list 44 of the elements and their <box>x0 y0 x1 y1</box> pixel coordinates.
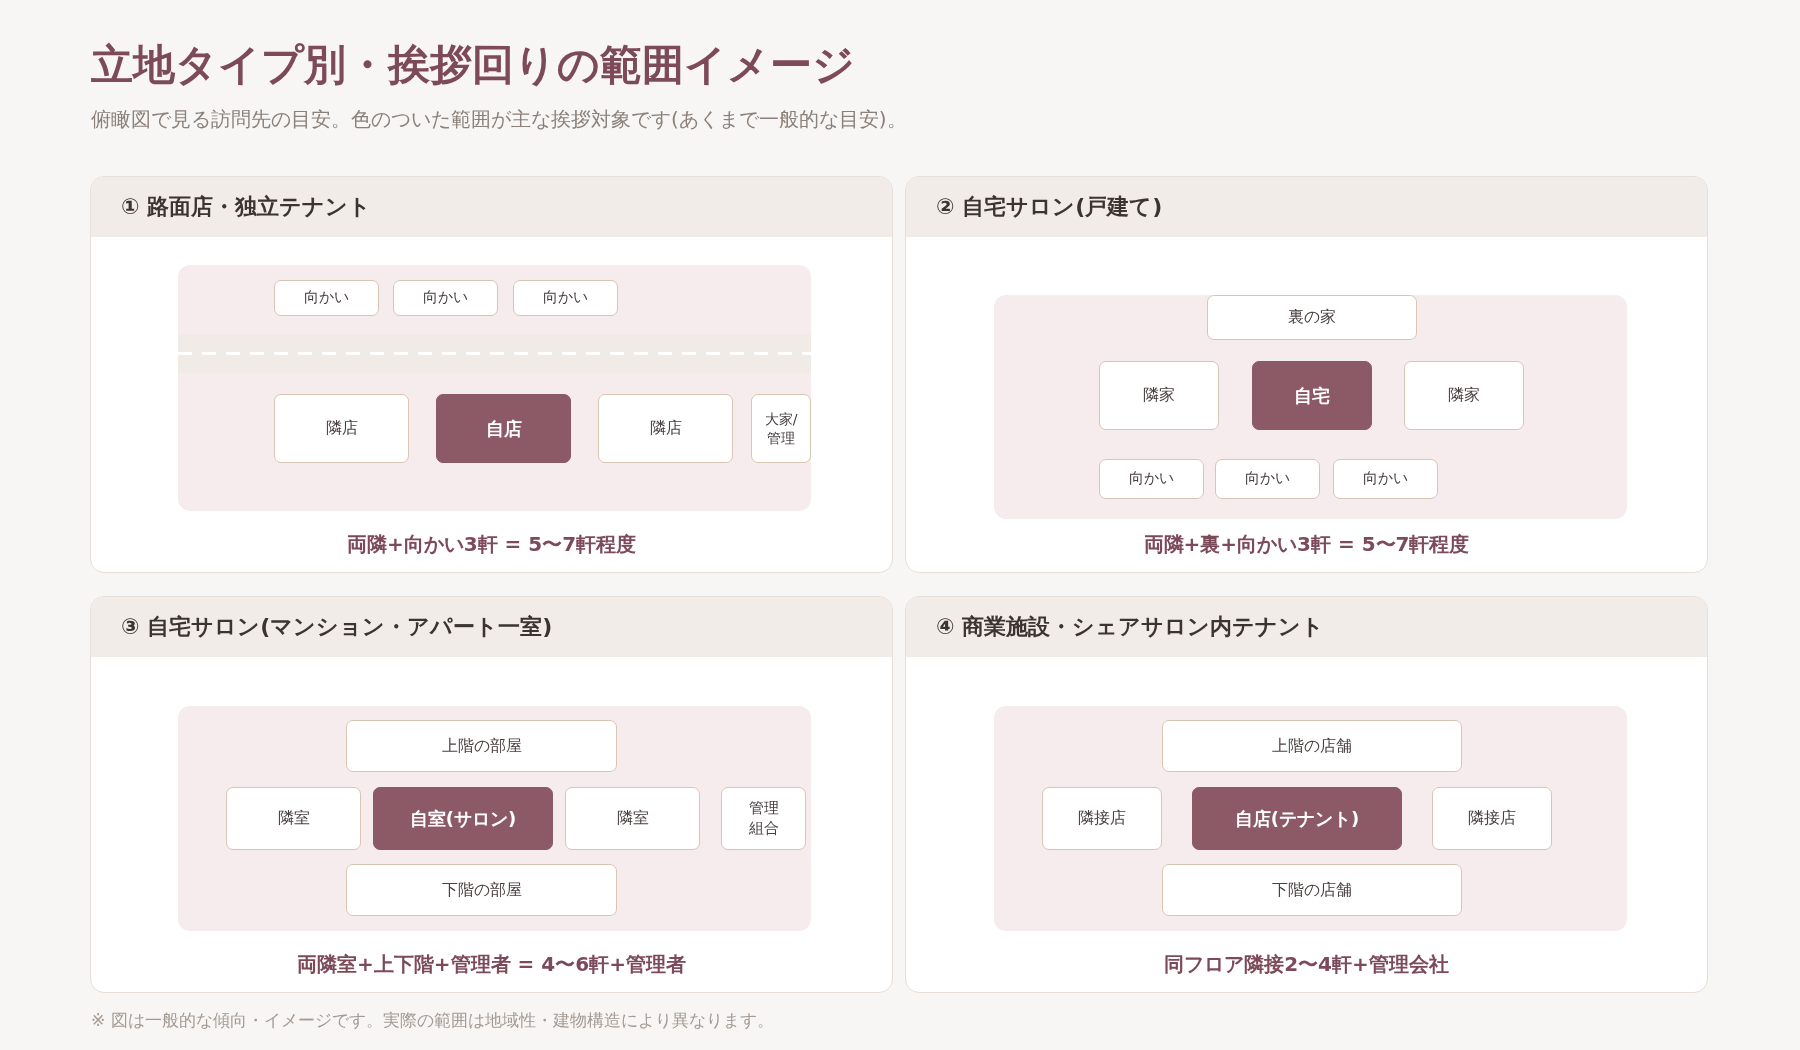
place-box: 隣家 <box>1099 361 1219 430</box>
type-panel <box>905 596 1708 993</box>
own-place-box: 自店 <box>436 394 571 463</box>
place-box: 向かい <box>1099 459 1204 499</box>
type-panel <box>90 176 893 573</box>
coverage-area <box>178 265 811 511</box>
place-box: 大家/管理 <box>751 394 811 463</box>
place-box: 隣室 <box>226 787 361 850</box>
place-box: 下階の部屋 <box>346 864 617 916</box>
page-title: 立地タイプ別・挨拶回りの範囲イメージ <box>91 41 855 90</box>
panel-title: ③ 自宅サロン(マンション・アパート一室) <box>121 613 553 641</box>
place-box: 向かい <box>1215 459 1320 499</box>
place-box: 裏の家 <box>1207 295 1417 340</box>
place-box: 隣店 <box>274 394 409 463</box>
summary-text: 同フロア隣接2〜4軒+管理会社 <box>1164 951 1449 977</box>
place-box: 隣室 <box>565 787 700 850</box>
place-box: 隣店 <box>598 394 733 463</box>
place-box: 上階の部屋 <box>346 720 617 772</box>
place-box: 管理組合 <box>721 787 806 850</box>
own-place-box: 自室(サロン) <box>373 787 553 850</box>
type-panel <box>905 176 1708 573</box>
place-box: 向かい <box>393 280 498 316</box>
place-box: 向かい <box>513 280 618 316</box>
own-place-box: 自店(テナント) <box>1192 787 1402 850</box>
summary-text: 両隣+裏+向かい3軒 = 5〜7軒程度 <box>1143 531 1470 557</box>
place-box: 下階の店舗 <box>1162 864 1462 916</box>
place-box: 隣家 <box>1404 361 1524 430</box>
coverage-area <box>994 706 1627 931</box>
summary-text: 両隣+向かい3軒 = 5〜7軒程度 <box>346 531 637 557</box>
subtitle: 俯瞰図で見る訪問先の目安。色のついた範囲が主な挨拶対象です(あくまで一般的な目安)。 <box>91 106 907 132</box>
panel-title: ④ 商業施設・シェアサロン内テナント <box>936 613 1325 641</box>
own-place-box: 自宅 <box>1252 361 1372 430</box>
place-box: 上階の店舗 <box>1162 720 1462 772</box>
footnote: ※ 図は一般的な傾向・イメージです。実際の範囲は地域性・建物構造により異なります。 <box>91 1009 774 1032</box>
type-panel <box>90 596 893 993</box>
place-box: 隣接店 <box>1042 787 1162 850</box>
panel-title: ① 路面店・独立テナント <box>121 193 372 221</box>
place-box: 隣接店 <box>1432 787 1552 850</box>
coverage-area <box>994 295 1627 519</box>
panel-title: ② 自宅サロン(戸建て) <box>936 193 1163 221</box>
summary-text: 両隣室+上下階+管理者 = 4〜6軒+管理者 <box>297 951 686 977</box>
place-box: 向かい <box>274 280 379 316</box>
coverage-area <box>178 706 811 931</box>
place-box: 向かい <box>1333 459 1438 499</box>
